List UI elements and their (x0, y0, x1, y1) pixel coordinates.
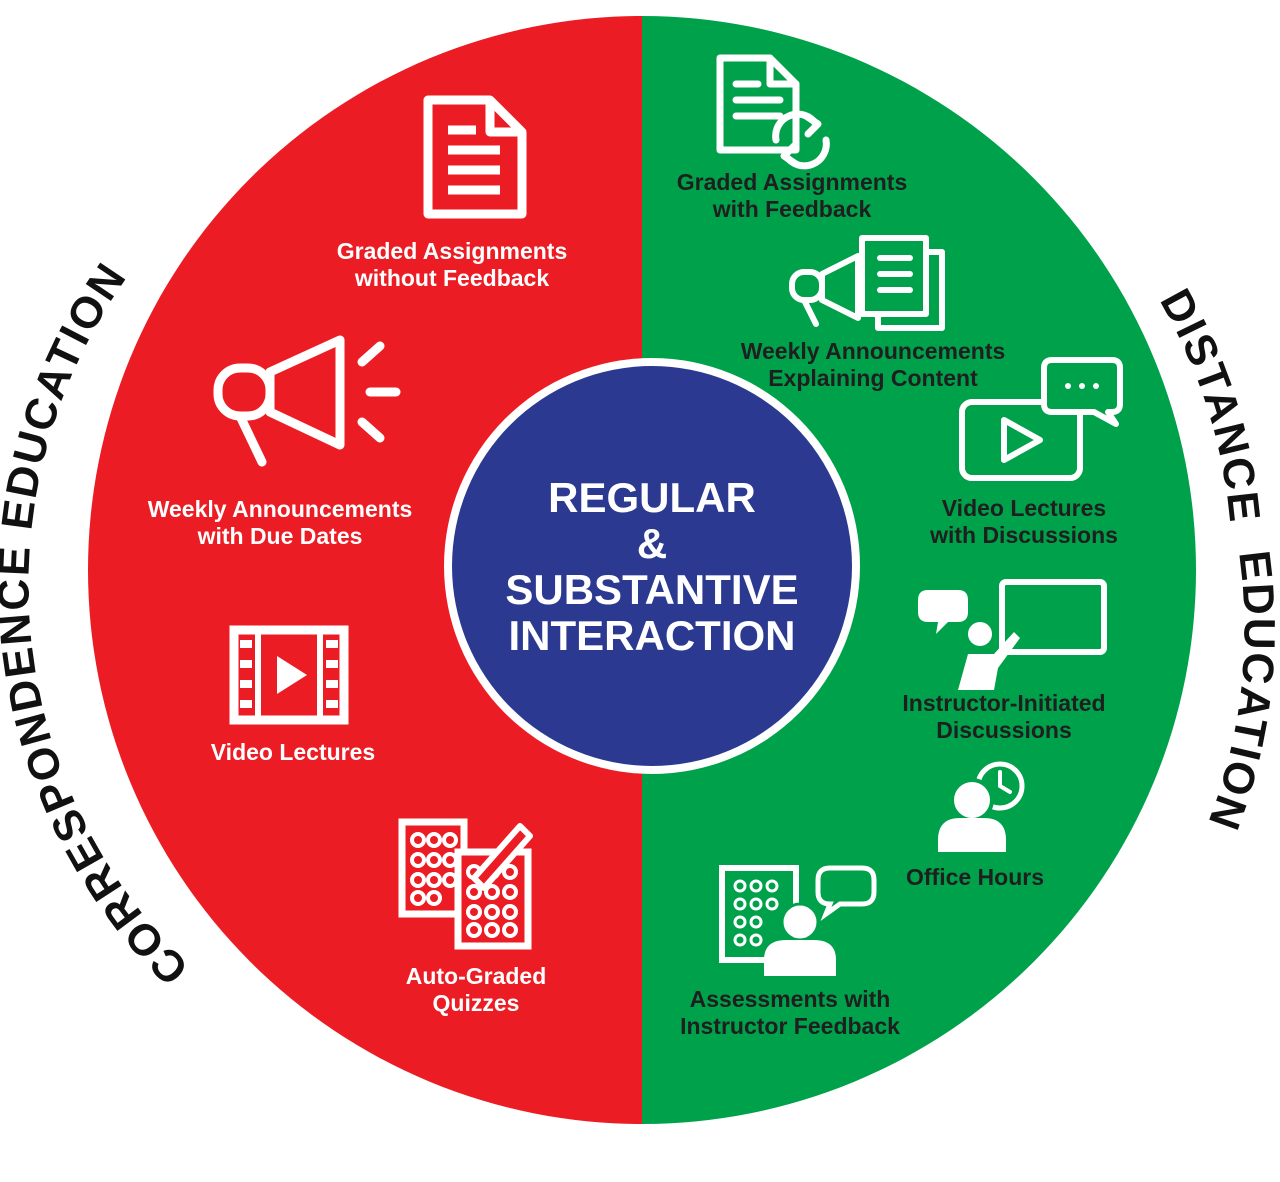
document-icon (423, 95, 527, 219)
distance-half (642, 16, 1196, 1124)
right-item-3-line-1: Video Lectures (942, 495, 1106, 521)
center-circle: REGULAR & SUBSTANTIVE INTERACTION (444, 358, 860, 774)
video-chat-icon (959, 357, 1123, 481)
megaphone-icon (213, 335, 401, 467)
assessment-feedback-icon (719, 865, 877, 976)
quiz-sheet-icon (398, 818, 533, 950)
person-clock-icon (938, 761, 1025, 852)
document-refresh-icon (716, 54, 830, 170)
center-line-3: SUBSTANTIVE (505, 566, 798, 613)
left-item-3-line-1: Video Lectures (211, 739, 375, 765)
left-item-1-line-2: without Feedback (354, 265, 549, 291)
right-item-1-line-1: Graded Assignments (677, 169, 907, 195)
right-item-5-line-1: Office Hours (906, 864, 1044, 890)
film-play-icon (229, 625, 349, 725)
left-item-4-line-2: Quizzes (433, 990, 520, 1016)
right-item-3-line-2: with Discussions (929, 522, 1118, 548)
right-item-2-line-1: Weekly Announcements (741, 338, 1006, 364)
right-item-4-line-1: Instructor-Initiated (902, 690, 1105, 716)
center-line-4: INTERACTION (509, 612, 796, 659)
education-label: EDUCATION (1198, 548, 1280, 837)
center-line-2: & (637, 520, 667, 567)
left-item-4-line-1: Auto-Graded (406, 963, 547, 989)
right-item-2-line-2: Explaining Content (768, 365, 978, 391)
presenter-board-icon (918, 579, 1107, 690)
left-item-2-line-1: Weekly Announcements (148, 496, 413, 522)
left-item-1-line-1: Graded Assignments (337, 238, 567, 264)
right-item-4-line-2: Discussions (936, 717, 1072, 743)
center-line-1: REGULAR (548, 474, 756, 521)
right-item-6-line-1: Assessments with (690, 986, 891, 1012)
right-item-6-line-2: Instructor Feedback (680, 1013, 900, 1039)
megaphone-document-icon (789, 235, 945, 331)
right-item-1-line-2: with Feedback (712, 196, 872, 222)
left-item-2-line-2: with Due Dates (197, 523, 363, 549)
